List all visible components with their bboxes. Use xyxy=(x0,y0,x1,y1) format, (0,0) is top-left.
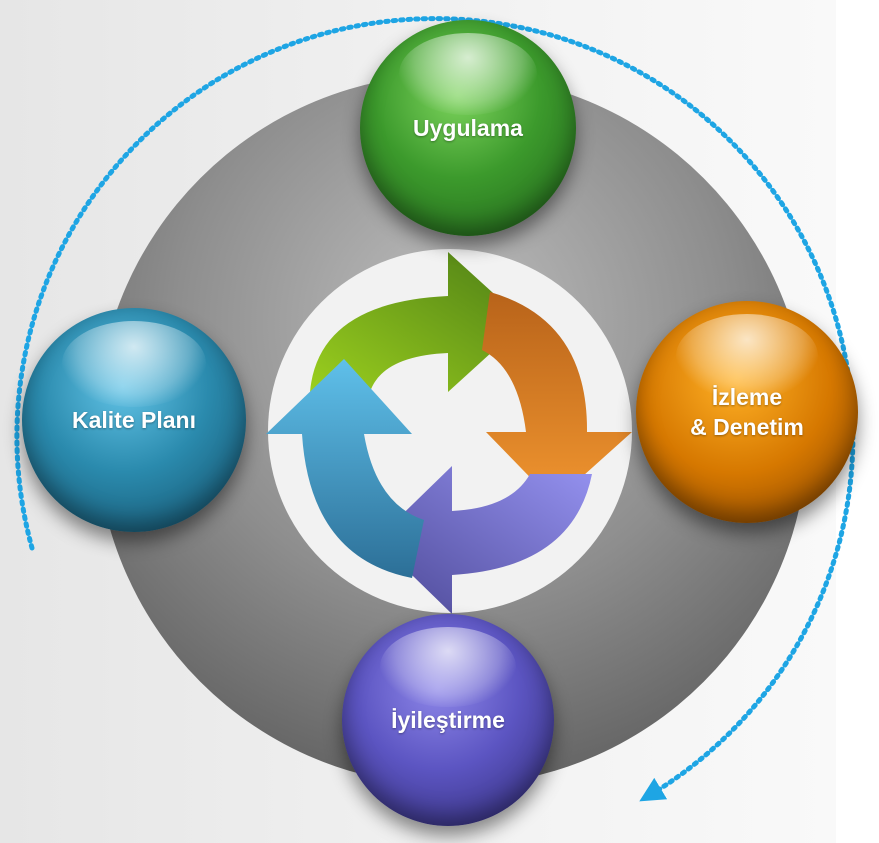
outer-dotted-arc xyxy=(14,16,856,802)
step-label-uygulama: Uygulama xyxy=(413,115,523,141)
cycle-arrow-blue xyxy=(266,359,424,578)
cycle-arrow-orange xyxy=(482,292,632,502)
step-label-izleme-line1: İzleme xyxy=(711,384,783,410)
step-sphere-kalite-plani: Kalite Planı xyxy=(22,308,246,532)
step-label-izleme-line2: & Denetim xyxy=(690,414,804,440)
cycle-arrow-green xyxy=(310,252,525,392)
step-sphere-iyilestirme: İyileştirme xyxy=(342,614,554,826)
step-sphere-uygulama: Uygulama xyxy=(360,20,576,236)
cycle-arrow-purple xyxy=(376,466,592,614)
step-label-iyilestirme: İyileştirme xyxy=(391,707,505,733)
step-sphere-izleme-denetim: İzleme & Denetim xyxy=(636,301,858,523)
step-label-izleme-denetim: İzleme & Denetim xyxy=(690,382,804,442)
step-label-kalite-plani: Kalite Planı xyxy=(72,407,196,433)
